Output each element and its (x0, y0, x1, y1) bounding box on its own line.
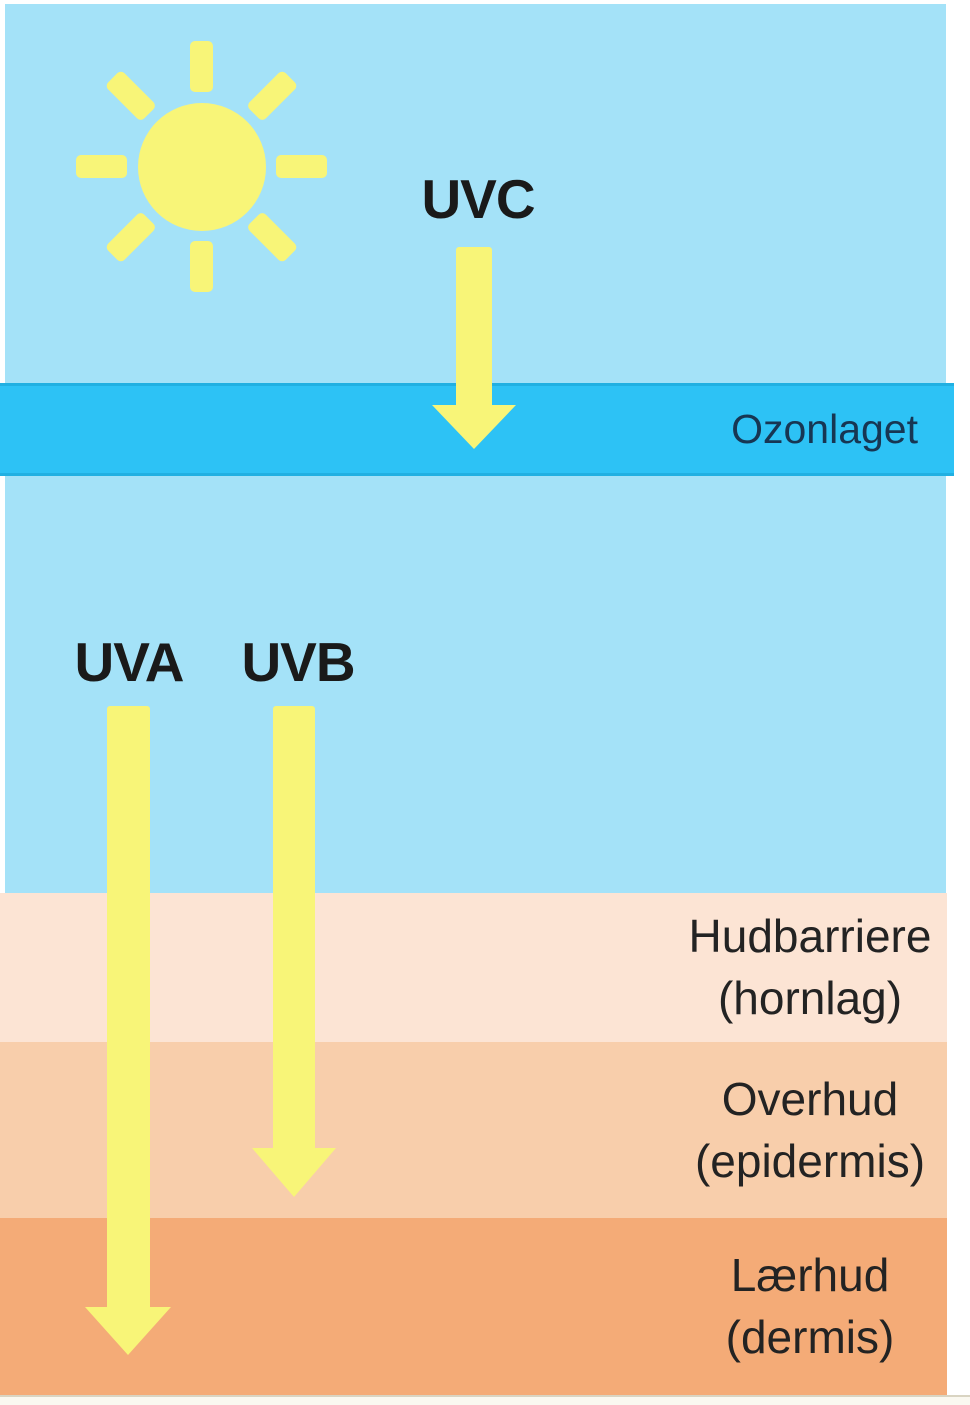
uva-arrow-head (85, 1307, 171, 1355)
epidermis-layer (0, 1042, 947, 1218)
skin-barrier-label-line1: Hudbarriere (688, 910, 932, 962)
sun-ray (276, 155, 327, 178)
dermis-label: Lærhud (dermis) (670, 1244, 950, 1368)
dermis-label-line2: (dermis) (725, 1311, 895, 1363)
uvc-arrow-shaft (456, 247, 492, 406)
sun-ray (76, 155, 127, 178)
uvc-label: UVC (421, 168, 535, 230)
dermis-label-line1: Lærhud (730, 1249, 890, 1301)
uvb-arrow-head (252, 1148, 336, 1197)
uvb-arrow-shaft (273, 706, 315, 1149)
sun-ray (190, 41, 213, 92)
skin-barrier-label: Hudbarriere (hornlag) (670, 905, 950, 1029)
epidermis-label: Overhud (epidermis) (670, 1068, 950, 1192)
uva-arrow-shaft (107, 706, 150, 1308)
dermis-layer (0, 1218, 947, 1395)
uvc-arrow-head (432, 405, 516, 449)
skin-barrier-layer (0, 893, 947, 1042)
ozone-layer-label: Ozonlaget (731, 406, 918, 452)
epidermis-label-line1: Overhud (721, 1073, 899, 1125)
epidermis-label-line2: (epidermis) (694, 1135, 926, 1187)
uva-label: UVA (74, 631, 184, 693)
sun-ray (190, 241, 213, 292)
bottom-margin-strip (0, 1395, 970, 1405)
skin-barrier-label-line2: (hornlag) (717, 972, 903, 1024)
uvb-label: UVB (241, 631, 355, 693)
sun-core (138, 103, 266, 231)
